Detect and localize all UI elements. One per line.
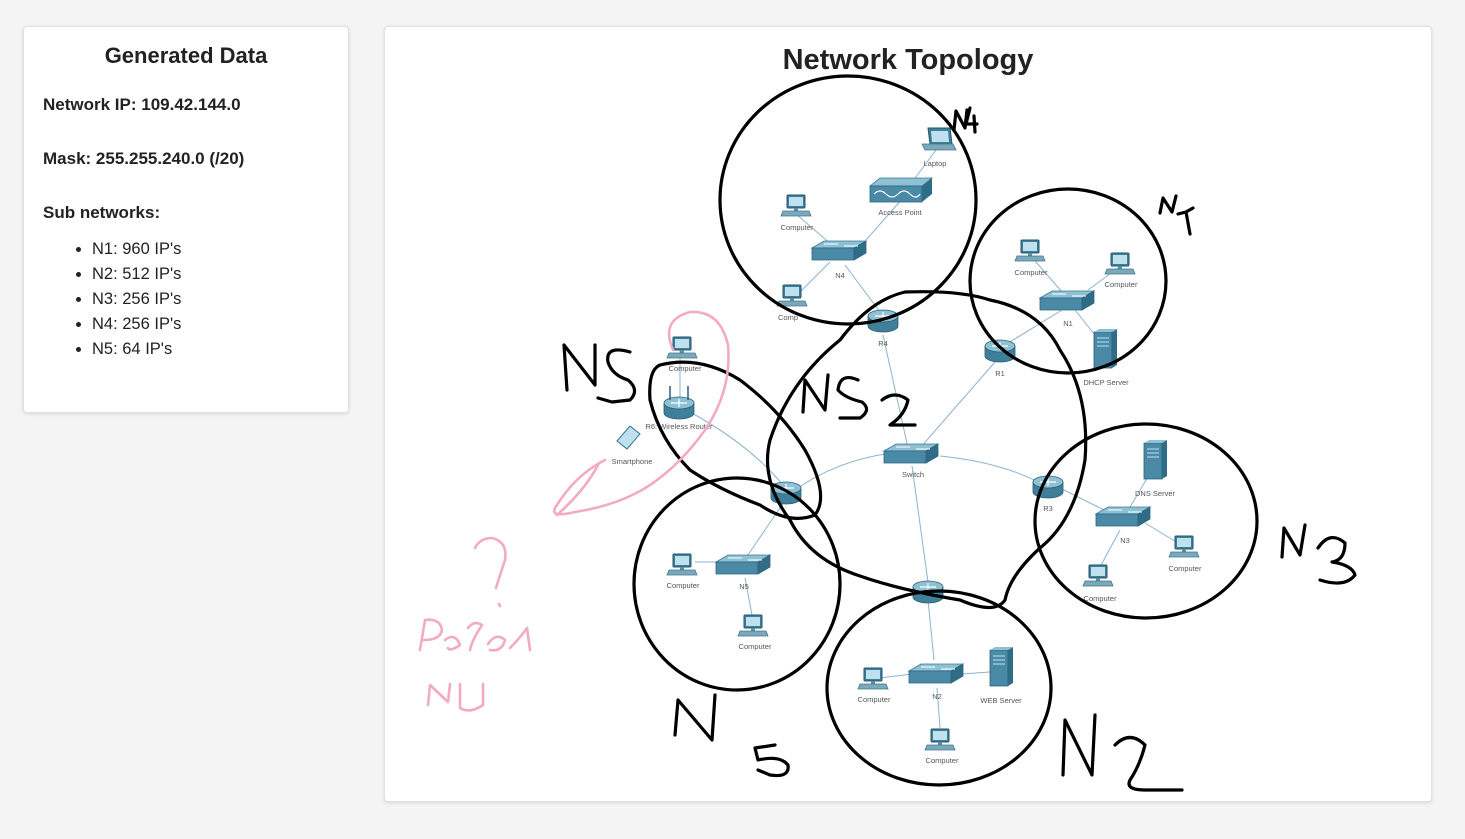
ink-letters-n3 <box>1280 523 1357 585</box>
ink-loop-n6 <box>648 360 823 520</box>
topology-title: Network Topology <box>782 44 1034 76</box>
ink-letters-n1 <box>1158 194 1195 236</box>
device-computer: Comp <box>776 284 808 322</box>
subnet-item: N5: 64 IP's <box>92 339 330 360</box>
device-computer: Computer <box>1104 252 1138 289</box>
svg-text:Computer: Computer <box>667 581 700 590</box>
device-computer: Computer <box>1168 535 1202 573</box>
subnet-item: N1: 960 IP's <box>92 239 330 260</box>
ink-letters-ns2 <box>801 373 917 427</box>
device-label: Access Point <box>878 208 922 217</box>
device-computer: Computer <box>1014 239 1048 277</box>
pink-loop <box>552 310 730 517</box>
ink-circle-n3 <box>1033 422 1259 620</box>
subnet-item: N3: 256 IP's <box>92 289 330 310</box>
subnet-item: N2: 512 IP's <box>92 264 330 285</box>
topology-links <box>679 149 1179 729</box>
svg-text:DNS Server: DNS Server <box>1135 489 1176 498</box>
svg-text:R1: R1 <box>995 369 1005 378</box>
svg-text:R6: Wireless Router: R6: Wireless Router <box>645 422 713 431</box>
pink-annotations <box>418 310 730 712</box>
device-laptop: Laptop <box>921 127 957 168</box>
svg-text:R3: R3 <box>1043 504 1053 513</box>
ink-annotations <box>562 74 1357 792</box>
ink-loop-ns2 <box>765 290 1088 610</box>
svg-text:Smartphone: Smartphone <box>612 457 653 466</box>
svg-text:Computer: Computer <box>1084 594 1117 603</box>
svg-text:Switch: Switch <box>902 470 924 479</box>
subnet-item: N4: 256 IP's <box>92 314 330 335</box>
panel-title: Generated Data <box>104 43 268 68</box>
svg-text:N3: N3 <box>1120 536 1130 545</box>
svg-text:Computer: Computer <box>669 364 702 373</box>
svg-text:Comp: Comp <box>778 313 798 322</box>
device-dhcp-server: DHCP Server <box>1083 328 1129 387</box>
pink-note <box>418 618 532 712</box>
network-ip-value: 109.42.144.0 <box>141 95 241 114</box>
device-switch-n5: N5 <box>715 554 771 591</box>
svg-text:Computer: Computer <box>926 756 959 765</box>
svg-text:Computer: Computer <box>1169 564 1202 573</box>
ink-letters-n4 <box>952 106 979 134</box>
device-switch-n2: N2 <box>908 663 964 701</box>
pink-question <box>473 536 507 608</box>
device-computer: Computer <box>666 336 702 373</box>
device-switch-n1: N1 <box>1039 290 1095 328</box>
device-router-r3: R3 <box>1032 475 1064 513</box>
ink-letters-n5 <box>673 693 790 778</box>
svg-text:Computer: Computer <box>1105 280 1138 289</box>
device-router-r4: R4 <box>867 309 899 348</box>
device-computer: Computer <box>857 667 891 704</box>
mask-label: Mask: <box>43 149 92 168</box>
device-switch-n4: N4 <box>811 240 867 280</box>
svg-text:N2: N2 <box>932 692 942 701</box>
network-ip-label: Network IP: <box>43 95 137 114</box>
device-computer: Computer <box>737 614 772 651</box>
topology-panel: Network Topology <box>384 26 1432 802</box>
device-dns-server: DNS Server <box>1135 439 1176 498</box>
device-smartphone: Smartphone <box>612 425 653 466</box>
subnet-list: N1: 960 IP's N2: 512 IP's N3: 256 IP's N… <box>42 239 330 360</box>
ink-circle-n4 <box>718 74 978 326</box>
svg-text:Computer: Computer <box>739 642 772 651</box>
device-access-point: Access Point <box>868 177 934 217</box>
ink-circle-n5 <box>632 476 842 692</box>
device-computer: Computer <box>666 553 700 590</box>
mask-value: 255.255.240.0 (/20) <box>95 149 245 168</box>
device-switch-n3: N3 <box>1095 506 1151 545</box>
svg-text:N4: N4 <box>835 271 845 280</box>
svg-text:Computer: Computer <box>1015 268 1048 277</box>
device-wireless-router-r6: R6: Wireless Router <box>645 386 713 431</box>
svg-text:N5: N5 <box>739 582 749 591</box>
ink-circle-n2 <box>825 589 1053 787</box>
ink-letters-ns <box>562 343 637 404</box>
device-label: Laptop <box>924 159 947 168</box>
svg-text:WEB Server: WEB Server <box>980 696 1022 705</box>
ink-letters-n2 <box>1061 713 1184 792</box>
generated-data-panel: Generated Data Network IP: 109.42.144.0 … <box>23 26 349 413</box>
svg-text:Computer: Computer <box>781 223 814 232</box>
device-router-r1: R1 <box>984 339 1016 378</box>
ink-circle-n1 <box>968 187 1168 375</box>
device-computer: Computer <box>780 194 814 232</box>
svg-text:DHCP Server: DHCP Server <box>1083 378 1129 387</box>
device-computer: Computer <box>924 728 959 765</box>
subnets-heading: Sub networks: <box>43 203 161 222</box>
svg-text:Computer: Computer <box>858 695 891 704</box>
svg-text:R4: R4 <box>878 339 888 348</box>
device-core-switch: Switch <box>883 443 939 479</box>
device-computer: Computer <box>1082 564 1117 603</box>
svg-text:N1: N1 <box>1063 319 1073 328</box>
network-ip-row: Network IP: 109.42.144.0 <box>43 95 330 115</box>
device-web-server: WEB Server <box>980 646 1022 705</box>
mask-row: Mask: 255.255.240.0 (/20) <box>43 149 330 169</box>
